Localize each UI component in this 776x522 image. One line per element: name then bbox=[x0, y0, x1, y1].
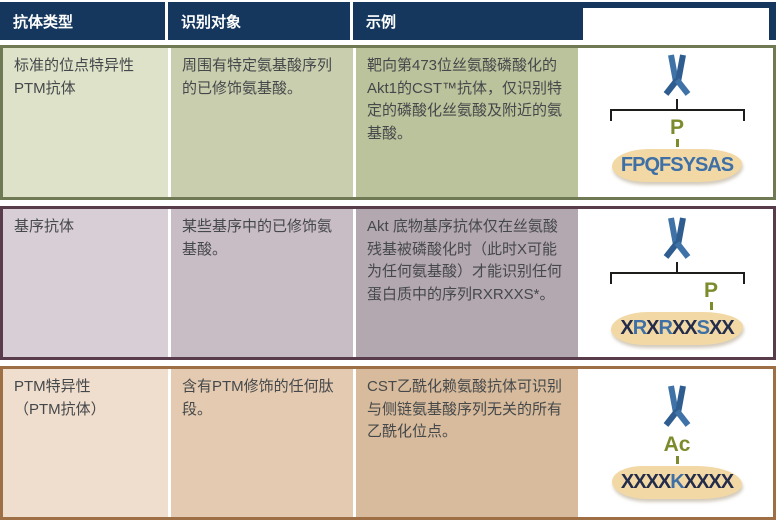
connector-line bbox=[676, 99, 678, 109]
peptide-sequence: FPQFSYSAS bbox=[620, 154, 734, 176]
antibody-icon bbox=[663, 217, 691, 259]
table-header: 抗体类型 识别对象 示例 bbox=[0, 2, 776, 40]
antibody-icon bbox=[663, 385, 691, 427]
example-diagram: Ac XXXXKXXXX bbox=[581, 369, 773, 517]
header-example: 示例 bbox=[366, 13, 397, 31]
table-row-motif-antibody: 基序抗体 某些基序中的已修饰氨基酸。 Akt 底物基序抗体仅在丝氨酸残基被磷酸化… bbox=[0, 206, 776, 360]
example-cell: CST乙酰化赖氨酸抗体可识别与侧链氨基酸序列无关的所有乙酰化位点。 bbox=[356, 369, 578, 517]
table-row-site-specific-ptm: 标准的位点特异性PTM抗体 周围有特定氨基酸序列的已修饰氨基酸。 靶向第473位… bbox=[0, 45, 776, 200]
table-row-ptm-specific: PTM特异性 （PTM抗体） 含有PTM修饰的任何肽段。 CST乙酰化赖氨酸抗体… bbox=[0, 366, 776, 520]
recognition-target-cell: 周围有特定氨基酸序列的已修饰氨基酸。 bbox=[171, 48, 353, 197]
peptide-sequence: XRXRXXSXX bbox=[620, 317, 734, 339]
antibody-type-cell: 标准的位点特异性PTM抗体 bbox=[3, 48, 168, 197]
bond-line bbox=[709, 302, 713, 310]
antibody-icon bbox=[663, 54, 691, 96]
header-recognition-target: 识别对象 bbox=[168, 2, 353, 40]
antibody-type-cell: 基序抗体 bbox=[3, 209, 168, 357]
header-illustration-column bbox=[578, 2, 776, 40]
connector-line bbox=[676, 262, 678, 272]
peptide-band: XXXXKXXXX bbox=[611, 466, 743, 499]
recognition-target-cell: 含有PTM修饰的任何肽段。 bbox=[171, 369, 353, 517]
example-cell: 靶向第473位丝氨酸磷酸化的Akt1的CST™抗体，仅识别特定的磷酸化丝氨酸及附… bbox=[356, 48, 578, 197]
recognition-target-cell: 某些基序中的已修饰氨基酸。 bbox=[171, 209, 353, 357]
acetyl-label: Ac bbox=[663, 433, 691, 456]
example-cell: Akt 底物基序抗体仅在丝氨酸残基被磷酸化时（此时X可能为任何氨基酸）才能识别任… bbox=[356, 209, 578, 357]
header-antibody-type: 抗体类型 bbox=[0, 2, 168, 40]
peptide-band: XRXRXXSXX bbox=[611, 312, 743, 345]
antibody-type-cell: PTM特异性 （PTM抗体） bbox=[3, 369, 168, 517]
bond-line bbox=[675, 139, 679, 147]
epitope-bracket bbox=[609, 272, 745, 284]
phospho-label: P bbox=[703, 279, 718, 302]
example-diagram: P FPQFSYSAS bbox=[581, 48, 773, 197]
peptide-sequence: XXXXKXXXX bbox=[620, 471, 734, 493]
header-white-box bbox=[583, 8, 769, 40]
phospho-label: P bbox=[669, 116, 684, 139]
epitope-bracket bbox=[609, 109, 745, 121]
peptide-band: FPQFSYSAS bbox=[611, 149, 743, 182]
bond-line bbox=[675, 456, 679, 464]
example-diagram: P XRXRXXSXX bbox=[581, 209, 773, 357]
